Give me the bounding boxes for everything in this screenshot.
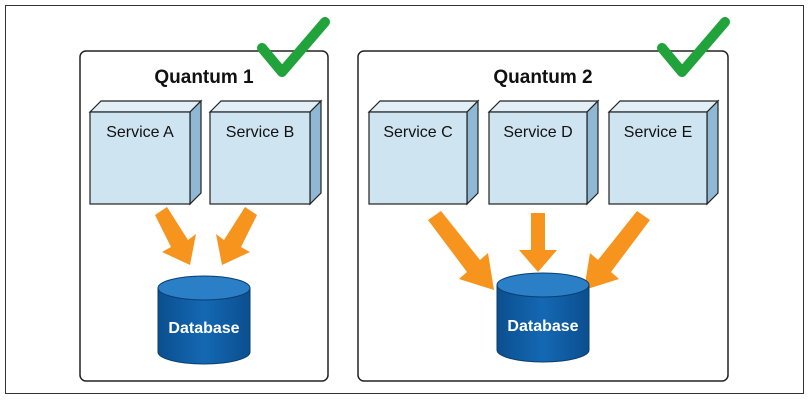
service-e-box: Service E bbox=[607, 99, 720, 206]
service-b-box: Service B bbox=[208, 99, 323, 206]
arrow-service-e-to-database bbox=[584, 211, 650, 290]
database-1-label: Database bbox=[168, 320, 239, 337]
database-2-cylinder: Database bbox=[496, 272, 590, 363]
service-d-label: Service D bbox=[503, 124, 572, 141]
arrow-service-d-to-database bbox=[519, 213, 557, 272]
service-e-label: Service E bbox=[624, 124, 692, 141]
service-c-box: Service C bbox=[367, 99, 480, 206]
service-c-label: Service C bbox=[383, 124, 452, 141]
database-2-label: Database bbox=[507, 318, 578, 335]
quantum-2-checkmark-icon bbox=[657, 17, 730, 77]
arrow-service-a-to-database bbox=[155, 207, 196, 265]
quantum-2-title: Quantum 2 bbox=[493, 67, 592, 88]
arrow-service-c-to-database bbox=[428, 211, 494, 290]
arrow-service-b-to-database bbox=[216, 207, 257, 265]
service-b-label: Service B bbox=[226, 124, 294, 141]
diagram-frame bbox=[5, 5, 804, 394]
quantum-1-title: Quantum 1 bbox=[154, 67, 254, 88]
service-a-label: Service A bbox=[106, 124, 174, 141]
service-a-box: Service A bbox=[88, 99, 203, 206]
quantum-1-checkmark-icon bbox=[257, 17, 330, 77]
service-d-box: Service D bbox=[487, 99, 600, 206]
database-1-cylinder: Database bbox=[157, 275, 251, 365]
